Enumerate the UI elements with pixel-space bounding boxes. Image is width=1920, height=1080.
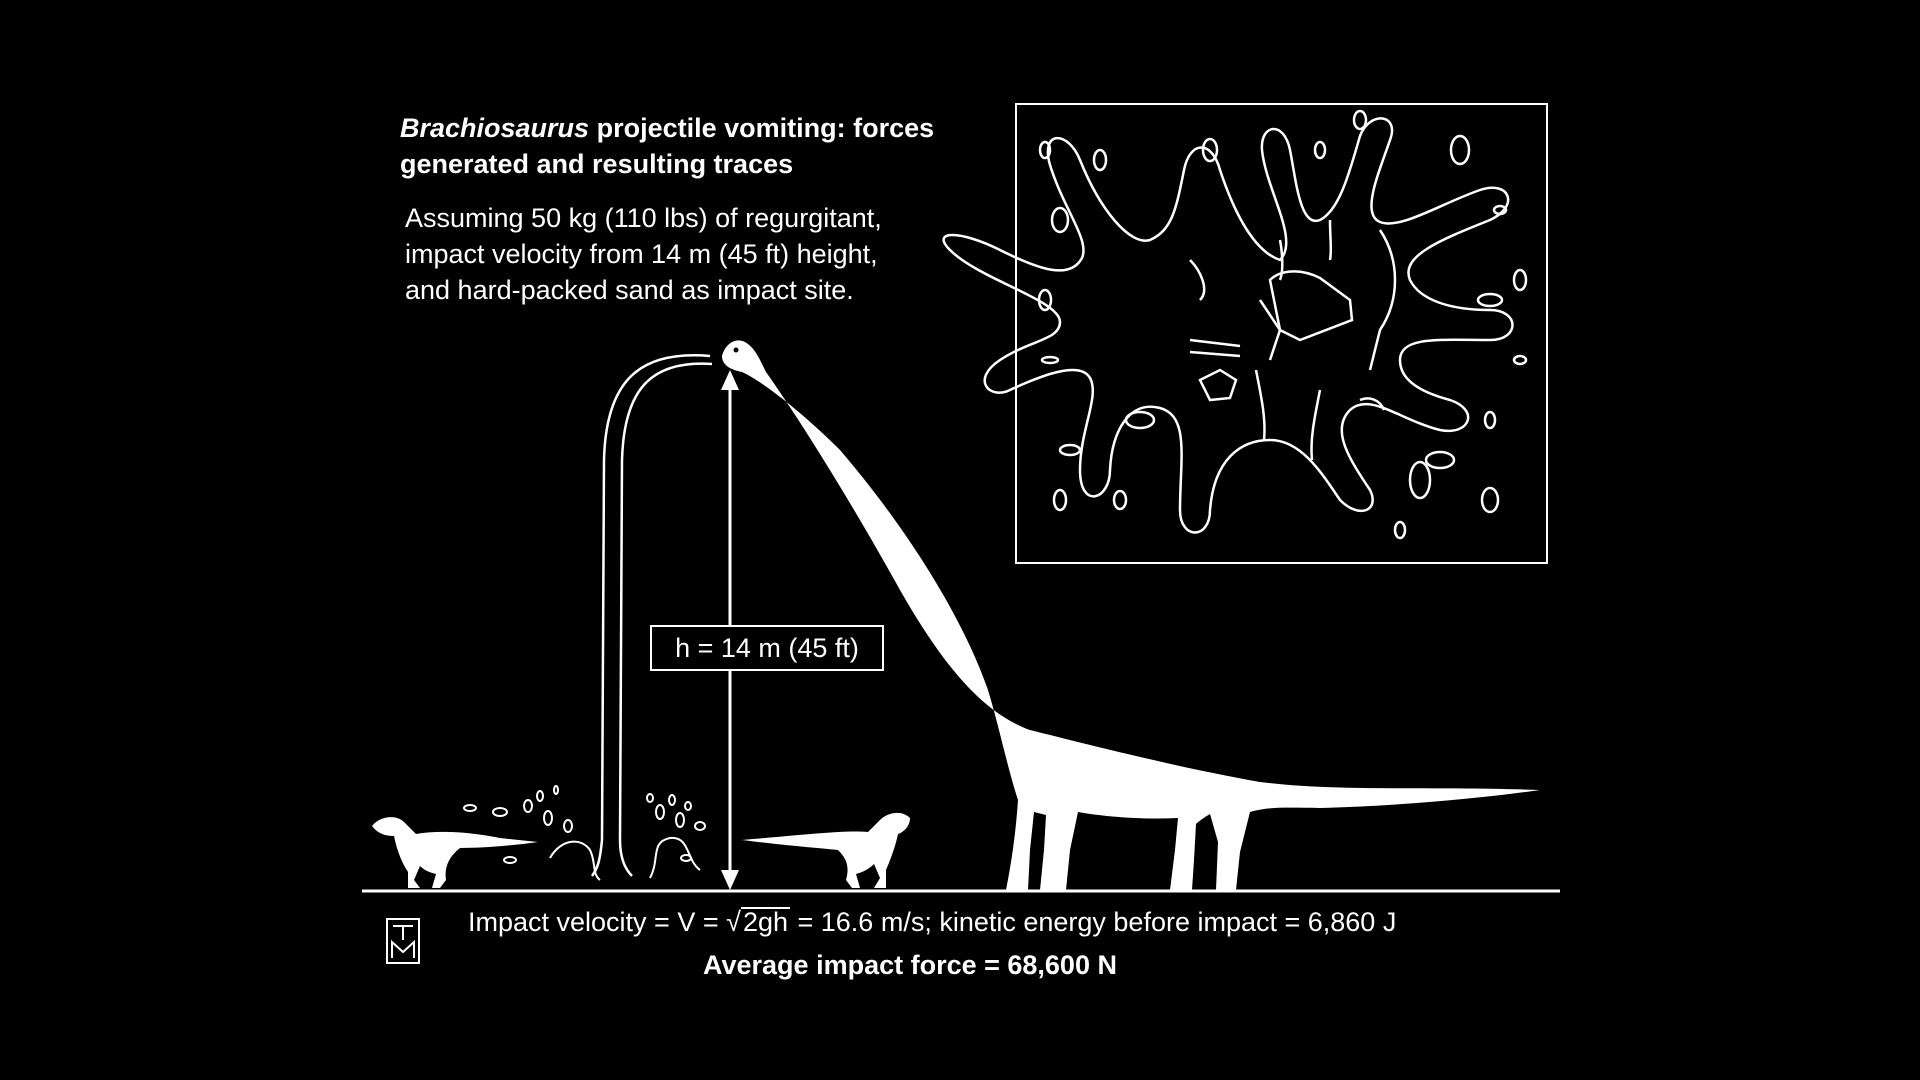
small-theropod-left — [372, 817, 538, 888]
brachiosaurus-silhouette — [722, 340, 1540, 890]
figure-title: Brachiosaurus projectile vomiting: force… — [400, 110, 934, 182]
monogram-icon — [391, 925, 415, 958]
assumption-line3: and hard-packed sand as impact site. — [405, 275, 854, 305]
trace-inset-splatter — [942, 109, 1528, 540]
assumptions-text: Assuming 50 kg (110 lbs) of regurgitant,… — [405, 200, 882, 308]
assumption-line1: Assuming 50 kg (110 lbs) of regurgitant, — [405, 203, 882, 233]
equation-radicand: 2gh — [740, 907, 790, 937]
equation-prefix: Impact velocity = V = — [468, 907, 727, 937]
title-rest-line1: projectile vomiting: forces — [589, 113, 935, 143]
vomit-stream — [590, 354, 711, 877]
assumption-line2: impact velocity from 14 m (45 ft) height… — [405, 239, 878, 269]
height-label: h = 14 m (45 ft) — [650, 625, 884, 671]
title-species: Brachiosaurus — [400, 113, 590, 143]
average-force: Average impact force = 68,600 N — [703, 950, 1117, 980]
velocity-equation: Impact velocity = V = √2gh = 16.6 m/s; k… — [468, 907, 1396, 938]
title-line2: generated and resulting traces — [400, 149, 794, 179]
small-theropod-right — [742, 812, 910, 888]
radical-sign: √ — [726, 907, 741, 937]
equation-suffix: = 16.6 m/s; kinetic energy before impact… — [790, 907, 1397, 937]
artist-monogram — [386, 918, 420, 964]
trace-inset-frame — [1015, 103, 1548, 564]
splash-droplets — [463, 785, 706, 881]
